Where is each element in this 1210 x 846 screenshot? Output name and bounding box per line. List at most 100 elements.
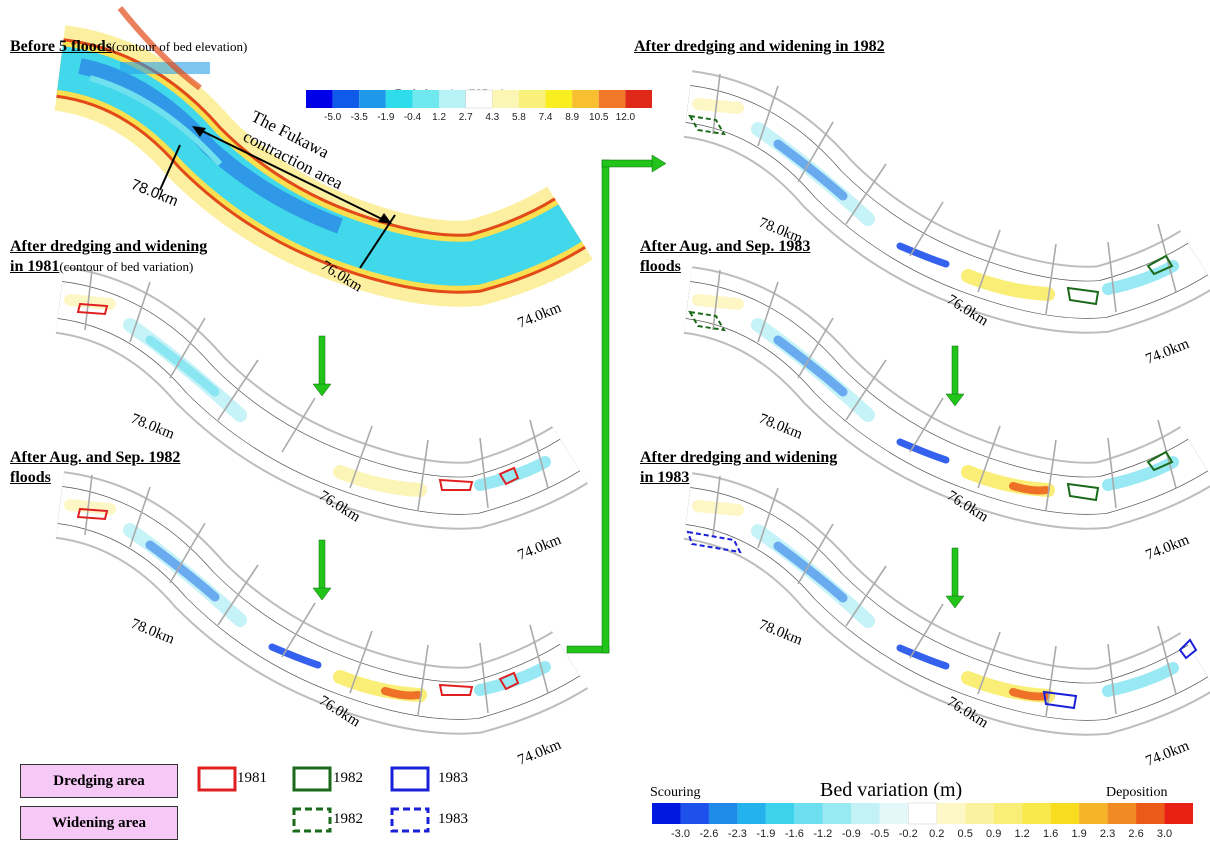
title-floods-1983-b: floods <box>640 258 681 275</box>
flow-arrows <box>312 154 965 654</box>
colorbar-tick-label: 1.2 <box>1015 828 1030 840</box>
colorbar-cell <box>1079 803 1108 824</box>
widening-1982-swatch <box>292 807 332 833</box>
colorbar-tick-label: 0.5 <box>958 828 973 840</box>
dredging-1983-swatch <box>390 766 430 792</box>
variation-scale-title: Bed variation (m) <box>820 779 962 801</box>
title-dredging-1982: After dredging and widening in 1982 <box>634 38 885 55</box>
colorbar-tick-label: -1.2 <box>813 828 832 840</box>
colorbar-tick-label: 0.9 <box>986 828 1001 840</box>
dredging-1982-box <box>1066 482 1100 502</box>
colorbar-tick-label: -0.5 <box>870 828 889 840</box>
colorbar-cell <box>1164 803 1193 824</box>
colorbar-cell <box>822 803 852 824</box>
down-arrowhead <box>312 383 332 397</box>
legend-year-1983-widening: 1983 <box>438 811 468 827</box>
km-label: 74.0km <box>516 737 564 769</box>
colorbar-cell <box>625 90 652 108</box>
colorbar-cell <box>708 803 738 824</box>
colorbar-tick-label: 1.2 <box>432 112 446 123</box>
widening-1982-box <box>688 114 726 136</box>
title-dredging-1981: After dredging and widening <box>10 238 208 255</box>
colorbar-tick-label: -3.0 <box>671 828 690 840</box>
colorbar-cell <box>412 90 440 108</box>
title-floods-1983: After Aug. and Sep. 1983 <box>640 238 811 255</box>
colorbar-cell <box>936 803 966 824</box>
colorbar-cell <box>908 802 937 825</box>
colorbar-tick-label: 10.5 <box>589 112 609 123</box>
colorbar-tick-label: 2.7 <box>459 112 473 123</box>
dredging-1981-box <box>438 683 474 696</box>
arrowhead-right <box>378 213 392 224</box>
km-label: 78.0km <box>129 411 177 443</box>
legend-year-1982-widening: 1982 <box>333 811 363 827</box>
km-label: 74.0km <box>1144 336 1192 368</box>
legend-dredging-area: Dredging area <box>20 764 178 798</box>
km-label: 78.0km <box>757 617 805 649</box>
connector-arrowhead <box>651 154 667 173</box>
dredging-1981-box <box>498 671 520 691</box>
colorbar-cell <box>465 89 493 109</box>
section-line-76 <box>359 214 396 269</box>
legend-swatches <box>197 766 430 833</box>
colorbar-cell <box>1107 803 1137 824</box>
legend-year-1981: 1981 <box>237 770 267 786</box>
colorbar-cell <box>385 90 413 108</box>
dredging-1982-box <box>1146 450 1174 472</box>
connector-arrow <box>601 159 610 654</box>
colorbar-tick-label: -1.6 <box>785 828 804 840</box>
dredging-1981-swatch <box>197 766 237 792</box>
legend-year-1983: 1983 <box>438 770 468 786</box>
widening-1983-swatch <box>390 807 430 833</box>
down-arrow <box>951 547 959 599</box>
colorbar-tick-label: -5.0 <box>324 112 342 123</box>
colorbar-tick-label: 8.9 <box>565 112 579 123</box>
km-label: 78.0km <box>129 616 177 648</box>
down-arrowhead <box>945 595 965 609</box>
legend-widening-area: Widening area <box>20 806 178 840</box>
colorbar-tick-label: 2.3 <box>1100 828 1115 840</box>
title-floods-1982-b: floods <box>10 469 51 486</box>
colorbar-tick-label: -0.2 <box>899 828 918 840</box>
colorbar-cell <box>1050 803 1080 824</box>
title-before-floods: Before 5 floods(contour of bed elevation… <box>10 38 248 55</box>
arrowhead-left <box>192 126 206 137</box>
colorbar-tick-label: 1.6 <box>1043 828 1058 840</box>
dredging-1982-box <box>1146 254 1174 276</box>
legend-year-1982: 1982 <box>333 770 363 786</box>
colorbar-cell <box>851 803 880 824</box>
colorbar-tick-label: 5.8 <box>512 112 526 123</box>
dredging-1982-box <box>1066 286 1100 306</box>
colorbar-cell <box>598 90 626 108</box>
colorbar-cell <box>765 803 795 824</box>
colorbar-cell <box>492 90 519 108</box>
title-dredging-1983: After dredging and widening <box>640 449 838 466</box>
km-label: 78.0km <box>757 411 805 443</box>
colorbar-cell <box>652 803 681 824</box>
colorbar-cell <box>794 803 823 824</box>
colorbar-cell <box>993 803 1023 824</box>
colorbar-tick-label: -1.9 <box>377 112 395 123</box>
colorbar-tick-label: 12.0 <box>616 112 636 123</box>
colorbar-cell <box>572 90 599 108</box>
down-arrow <box>951 345 959 397</box>
km-74-label: 74.0km <box>516 300 564 332</box>
colorbar-cell <box>359 90 386 108</box>
colorbar-tick-label: 1.9 <box>1071 828 1086 840</box>
colorbar-tick-label: -1.9 <box>756 828 775 840</box>
variation-colorbar: Scouring Bed variation (m) Deposition -3… <box>650 779 1193 840</box>
scouring-label: Scouring <box>650 785 701 800</box>
colorbar-tick-label: -0.9 <box>842 828 861 840</box>
colorbar-tick-label: -3.5 <box>351 112 369 123</box>
dredging-1981-box <box>76 302 109 316</box>
dredging-1983-box <box>1042 690 1078 710</box>
widening-1983-box <box>686 530 742 554</box>
dredging-1983-box <box>1178 638 1198 660</box>
down-arrow <box>318 539 326 591</box>
dredging-1981-box <box>438 478 474 491</box>
colorbar-cell <box>1136 803 1165 824</box>
